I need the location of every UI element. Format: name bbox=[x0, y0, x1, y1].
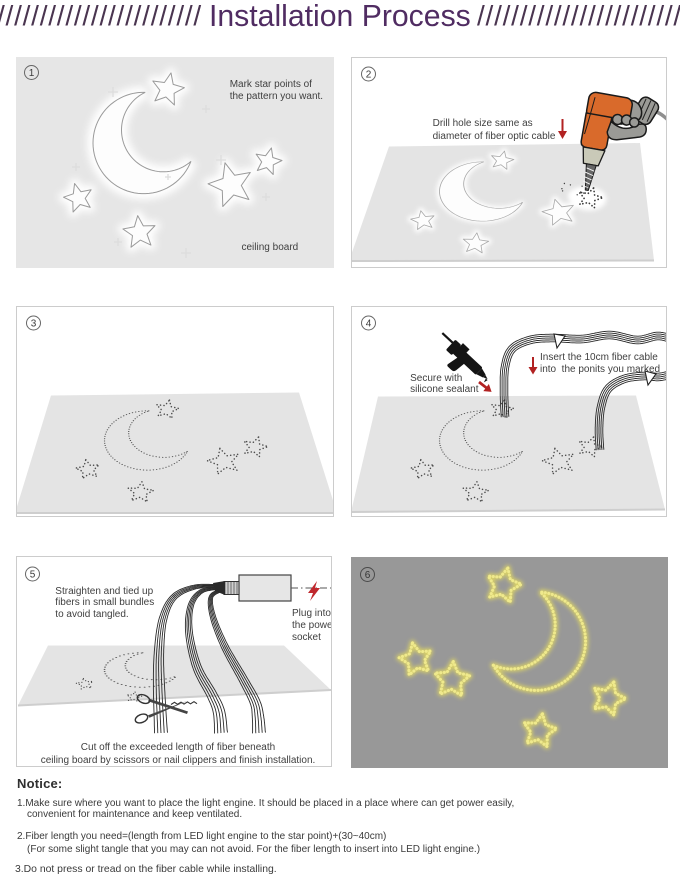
svg-text:4: 4 bbox=[366, 318, 372, 329]
svg-text:2: 2 bbox=[366, 69, 372, 80]
svg-text:6: 6 bbox=[365, 570, 371, 581]
svg-text:5: 5 bbox=[30, 569, 36, 580]
svg-text:3: 3 bbox=[31, 318, 37, 329]
svg-text:1: 1 bbox=[29, 68, 35, 79]
